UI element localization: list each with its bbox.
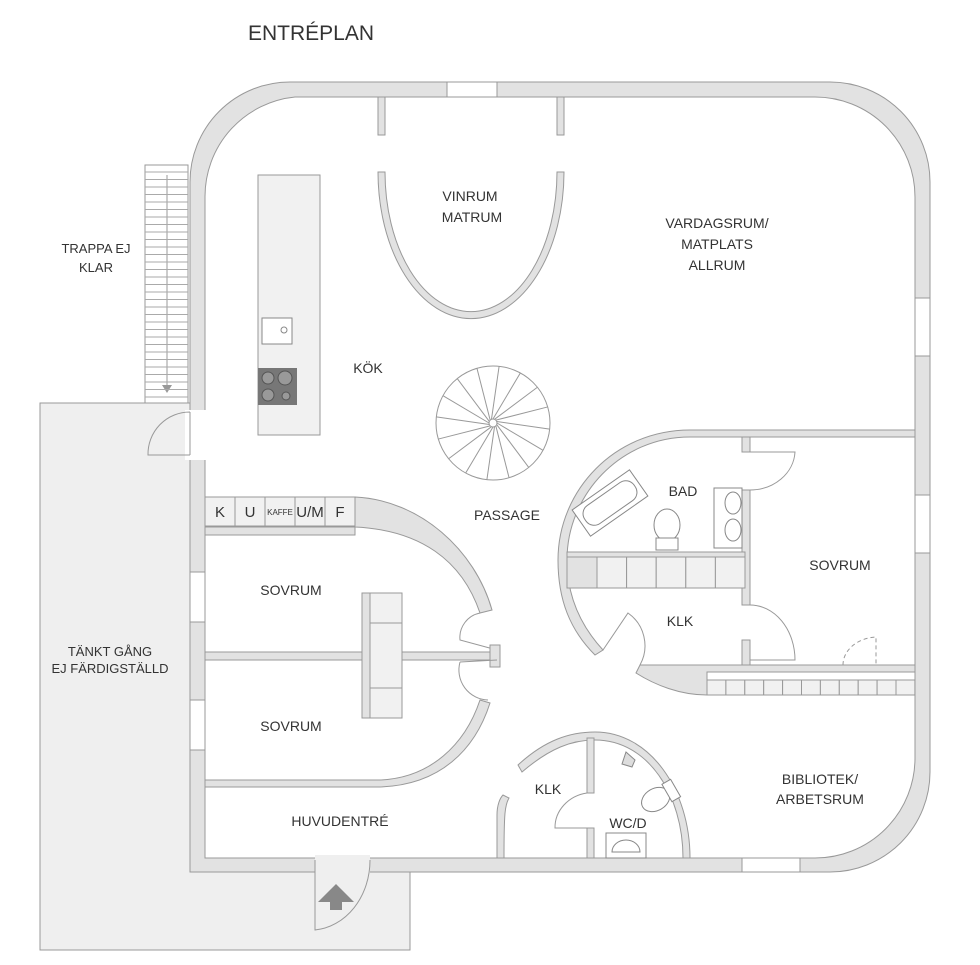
bathtub-icon [571,469,649,537]
spiral-step [494,386,538,420]
shelf-cell [706,679,727,696]
shelf-cell [801,679,821,696]
shelf-cell [763,679,784,696]
room-label-arbetsrum: ARBETSRUM [776,791,864,807]
shelf-cell [685,556,716,589]
spiral-step [490,366,500,420]
room-label-klk-right: KLK [667,613,694,629]
shelf-cell [744,679,765,696]
kitchen-unit-label: U [245,504,256,521]
bedroom-upper-door[interactable] [459,612,498,651]
spiral-step [456,378,490,422]
spiral-step [496,420,550,430]
bedroom-right-door[interactable] [749,604,796,661]
wc-toilet-icon [641,778,682,813]
spiral-step [486,426,496,480]
spiral-step [492,372,521,420]
room-label-sovrum-upper: SOVRUM [260,582,321,598]
exterior-wall [189,81,931,873]
shelf-cell [626,556,657,589]
bath-shelves [596,556,746,589]
spiral-step [448,426,492,460]
spiral-step [476,368,491,421]
spiral-step [436,416,490,426]
kitchen-unit [294,496,326,527]
sink-icon [261,317,293,345]
kitchen-side-door[interactable] [147,411,191,456]
room-label-matrum: MATRUM [442,209,502,225]
curved-wall-lower-bedroom [204,699,491,788]
kitchen-unit [204,496,236,527]
room-label-sovrum-lower: SOVRUM [260,718,321,734]
room-label-wcd: WC/D [609,815,646,831]
spiral-step [442,395,490,424]
label-trappa: TRAPPA EJ [61,241,130,256]
shelf-cell [857,679,878,696]
label-klar: KLAR [79,260,113,275]
spiral-step [496,424,530,468]
spiral-post [488,418,498,428]
shelf-cell [725,679,746,696]
shelf-cell [895,679,916,696]
wardrobe-door-dashed[interactable] [842,636,877,666]
shelf-cell [876,679,897,696]
wardrobe [361,592,403,719]
room-label-bibliotek: BIBLIOTEK/ [782,771,858,787]
outdoor-stairs [144,164,189,404]
closet-shelves-right [706,679,916,696]
windows [189,81,931,873]
shelf-cell [714,556,746,589]
spiral-step [438,425,491,440]
kitchen-unit-label: F [335,504,344,521]
room-label-huvudentre: HUVUDENTRÉ [291,813,388,829]
label-ej-fardigstalld: EJ FÄRDIGSTÄLLD [51,661,168,676]
wine-pantry-walls [377,96,565,320]
closet-door[interactable] [602,612,646,666]
room-label-kok: KÖK [353,359,383,376]
room-label-allrum: ALLRUM [689,257,746,273]
double-sink-icon [713,487,743,549]
klk-door[interactable] [554,792,588,829]
wc-sink-icon [605,832,647,859]
shelf-cell [655,556,687,589]
room-label-matplats: MATPLATS [681,236,753,252]
room-label-vinrum: VINRUM [442,188,497,204]
kitchen-unit-label: K [215,504,225,521]
spiral-step [465,426,494,474]
kitchen-unit [324,496,356,527]
kitchen-unit-label: KAFFE [267,508,293,517]
kitchen-island [257,174,321,436]
plan-title: ENTRÉPLAN [248,22,374,45]
spiral-step [495,425,510,478]
kitchen-unit [234,496,266,527]
room-label-vardagsrum: VARDAGSRUM/ [665,215,768,231]
spiral-step [496,422,544,451]
main-entrance-door[interactable] [314,859,371,931]
bedroom-lower-door[interactable] [458,659,498,701]
shelf-cell [819,679,840,696]
spiral-step [495,406,548,421]
room-label-klk-bottom: KLK [535,781,562,797]
spiral-staircase [435,365,551,481]
room-label-bad: BAD [669,483,698,499]
shelf-cell [596,556,628,589]
kitchen-unit [264,496,296,527]
kitchen-unit-label: U/M [296,504,324,521]
toilet-icon [653,508,681,551]
curved-wall-upper-bedroom [354,496,493,614]
room-label-passage: PASSAGE [474,507,540,523]
curved-wall-wc [517,731,691,859]
shower-icon [621,751,636,768]
bath-door[interactable] [749,451,796,491]
shelf-cell [838,679,859,696]
room-label-sovrum-right: SOVRUM [809,557,870,573]
shelf-cell [782,679,802,696]
label-tankt-gang: TÄNKT GÅNG [68,644,152,659]
entrance-arrow-icon [318,884,354,910]
